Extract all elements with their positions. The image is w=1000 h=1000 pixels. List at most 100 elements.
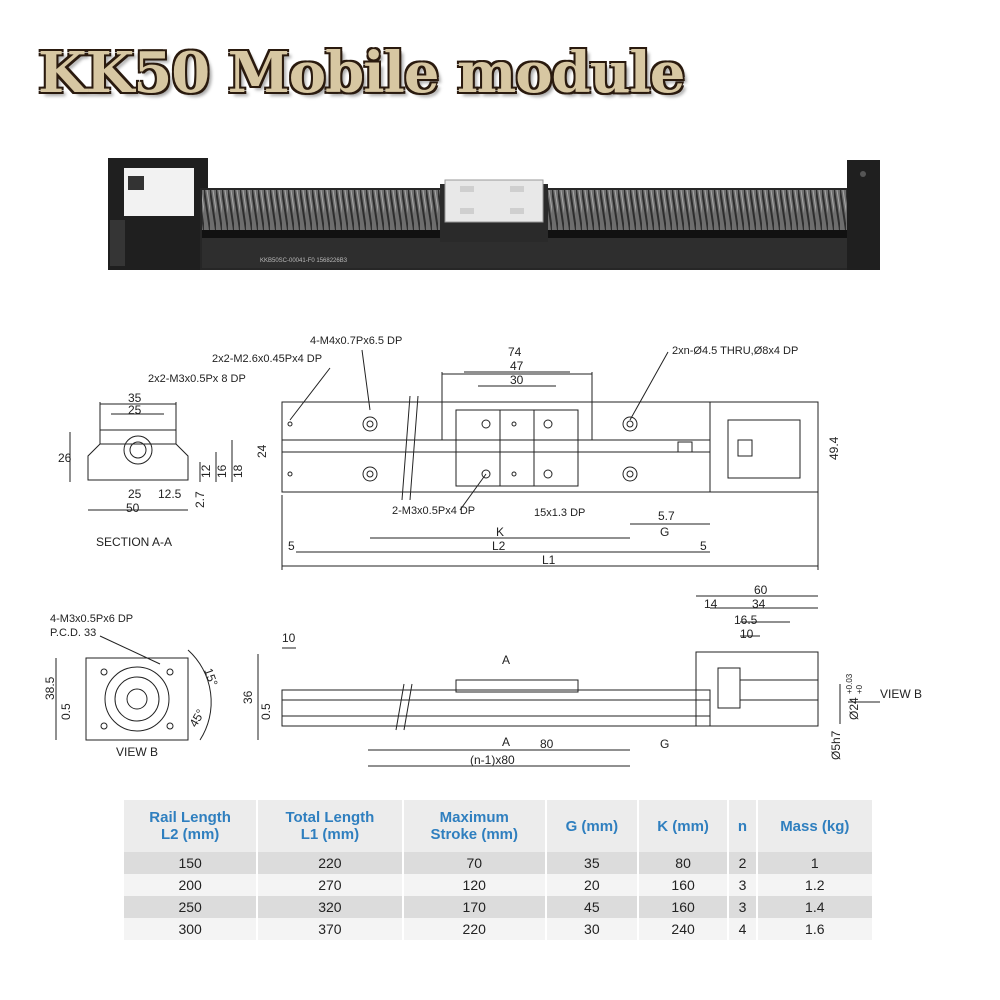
dim-g: G xyxy=(660,525,669,539)
table-row: 150 220 70 35 80 2 1 xyxy=(124,852,875,874)
side-dim-80: 80 xyxy=(540,737,554,751)
dim-l2: L2 xyxy=(492,539,506,553)
cell-l1: 320 xyxy=(257,896,404,918)
side-dim-0-5: 0.5 xyxy=(259,703,273,720)
cell-l1: 220 xyxy=(257,852,404,874)
cell-l2: 300 xyxy=(124,918,259,940)
dim-5-7: 5.7 xyxy=(658,509,675,523)
callout-15x1-3: 15x1.3 DP xyxy=(534,507,585,519)
dim-47: 47 xyxy=(510,359,524,373)
side-marker-a-bottom: A xyxy=(502,735,510,749)
dim-5-left: 5 xyxy=(288,539,295,553)
view-b-caption: VIEW B xyxy=(116,745,158,759)
cell-l1: 270 xyxy=(257,874,404,896)
dim-35: 35 xyxy=(128,391,142,405)
side-dim-phi-24: Ø24 xyxy=(847,697,861,720)
cell-n: 3 xyxy=(728,874,758,896)
cell-mass: 1.2 xyxy=(756,874,875,896)
view-b-dim-45deg: 45° xyxy=(186,707,207,730)
dim-16: 16 xyxy=(215,464,229,478)
cell-n: 4 xyxy=(728,918,758,940)
dim-26: 26 xyxy=(58,451,72,465)
cell-g: 30 xyxy=(545,918,639,940)
table-row: 200 270 120 20 160 3 1.2 xyxy=(124,874,875,896)
end-cap xyxy=(847,160,880,270)
side-dim-14: 14 xyxy=(704,597,718,611)
dim-74: 74 xyxy=(508,345,522,359)
side-view: 10 36 0.5 A A 80 G (n-1)x80 60 14 34 16.… xyxy=(241,583,922,767)
view-b-dim-38-5: 38.5 xyxy=(43,676,57,700)
callout-m3-8dp: 2x2-M3x0.5Px 8 DP xyxy=(148,373,246,385)
side-tol-bottom: +0 xyxy=(855,684,864,694)
cell-l2: 200 xyxy=(124,874,259,896)
dim-5-right: 5 xyxy=(700,539,707,553)
side-dim-36: 36 xyxy=(241,690,255,704)
table-row: 250 320 170 45 160 3 1.4 xyxy=(124,896,875,918)
cell-g: 20 xyxy=(545,874,639,896)
dim-30: 30 xyxy=(510,373,524,387)
side-marker-a-top: A xyxy=(502,653,510,667)
view-b-callout-pcd: P.C.D. 33 xyxy=(50,627,96,639)
cell-g: 45 xyxy=(545,896,639,918)
photo-engraving: KKB50SC-00041-F0 1568226B3 xyxy=(260,258,348,264)
dim-18: 18 xyxy=(231,464,245,478)
product-photo: KKB50SC-00041-F0 1568226B3 xyxy=(108,158,880,270)
dim-12-5: 12.5 xyxy=(158,487,182,501)
side-dim-16-5: 16.5 xyxy=(734,613,758,627)
dim-25-bottom: 25 xyxy=(128,487,142,501)
section-a-a: 35 25 26 12 16 18 25 12.5 2.7 50 2x2-M3x… xyxy=(58,373,246,549)
cell-mass: 1.4 xyxy=(756,896,875,918)
dim-24: 24 xyxy=(255,444,269,458)
cell-k: 160 xyxy=(637,896,730,918)
side-view-b-label: VIEW B xyxy=(880,687,922,701)
callout-thru: 2xn-Ø4.5 THRU,Ø8x4 DP xyxy=(672,345,798,357)
cell-mass: 1.6 xyxy=(756,918,875,940)
page-title: KK50 Mobile module xyxy=(38,40,685,106)
cell-n: 3 xyxy=(728,896,758,918)
dim-k: K xyxy=(496,525,504,539)
technical-drawing: 35 25 26 12 16 18 25 12.5 2.7 50 2x2-M3x… xyxy=(43,335,922,767)
cell-l2: 150 xyxy=(124,852,259,874)
cell-stroke: 120 xyxy=(402,874,547,896)
cell-stroke: 70 xyxy=(402,852,547,874)
dim-49-4: 49.4 xyxy=(827,436,841,460)
dim-12: 12 xyxy=(199,464,213,478)
section-a-a-caption: SECTION A-A xyxy=(96,535,172,549)
side-dim-34: 34 xyxy=(752,597,766,611)
side-dim-g: G xyxy=(660,737,669,751)
cell-n: 2 xyxy=(728,852,758,874)
cell-stroke: 170 xyxy=(402,896,547,918)
cell-l1: 370 xyxy=(257,918,404,940)
side-dim-10-right: 10 xyxy=(740,627,754,641)
header-k: K (mm) xyxy=(637,800,730,852)
cell-l2: 250 xyxy=(124,896,259,918)
callout-m2-6: 2x2-M2.6x0.45Px4 DP xyxy=(212,353,322,365)
cell-k: 80 xyxy=(637,852,730,874)
cell-mass: 1 xyxy=(756,852,875,874)
view-b: 38.5 0.5 15° 45° 4-M3x0.5Px6 DP P.C.D. 3… xyxy=(43,613,221,759)
header-mass: Mass (kg) xyxy=(756,800,875,852)
callout-m3-bottom: 2-M3x0.5Px4 DP xyxy=(392,505,475,517)
header-n: n xyxy=(728,800,758,852)
table-row: 300 370 220 30 240 4 1.6 xyxy=(124,918,875,940)
view-b-dim-0-5: 0.5 xyxy=(59,703,73,720)
side-dim-60: 60 xyxy=(754,583,768,597)
side-dim-phi-5h7: Ø5h7 xyxy=(829,730,843,760)
cell-k: 240 xyxy=(637,918,730,940)
callout-m4: 4-M4x0.7Px6.5 DP xyxy=(310,335,402,347)
top-view: 74 47 30 24 49.4 5.7 K G 5 5 L2 L1 4-M4x… xyxy=(212,335,841,570)
side-dim-n-1-x80: (n-1)x80 xyxy=(470,753,515,767)
dim-25-top: 25 xyxy=(128,403,142,417)
view-b-callout-m3: 4-M3x0.5Px6 DP xyxy=(50,613,133,625)
cell-g: 35 xyxy=(545,852,639,874)
header-g: G (mm) xyxy=(545,800,639,852)
cell-stroke: 220 xyxy=(402,918,547,940)
dim-50: 50 xyxy=(126,501,140,515)
dim-l1: L1 xyxy=(542,553,556,567)
view-b-dim-15deg: 15° xyxy=(201,666,220,688)
side-tol-top: +0.03 xyxy=(845,673,854,694)
